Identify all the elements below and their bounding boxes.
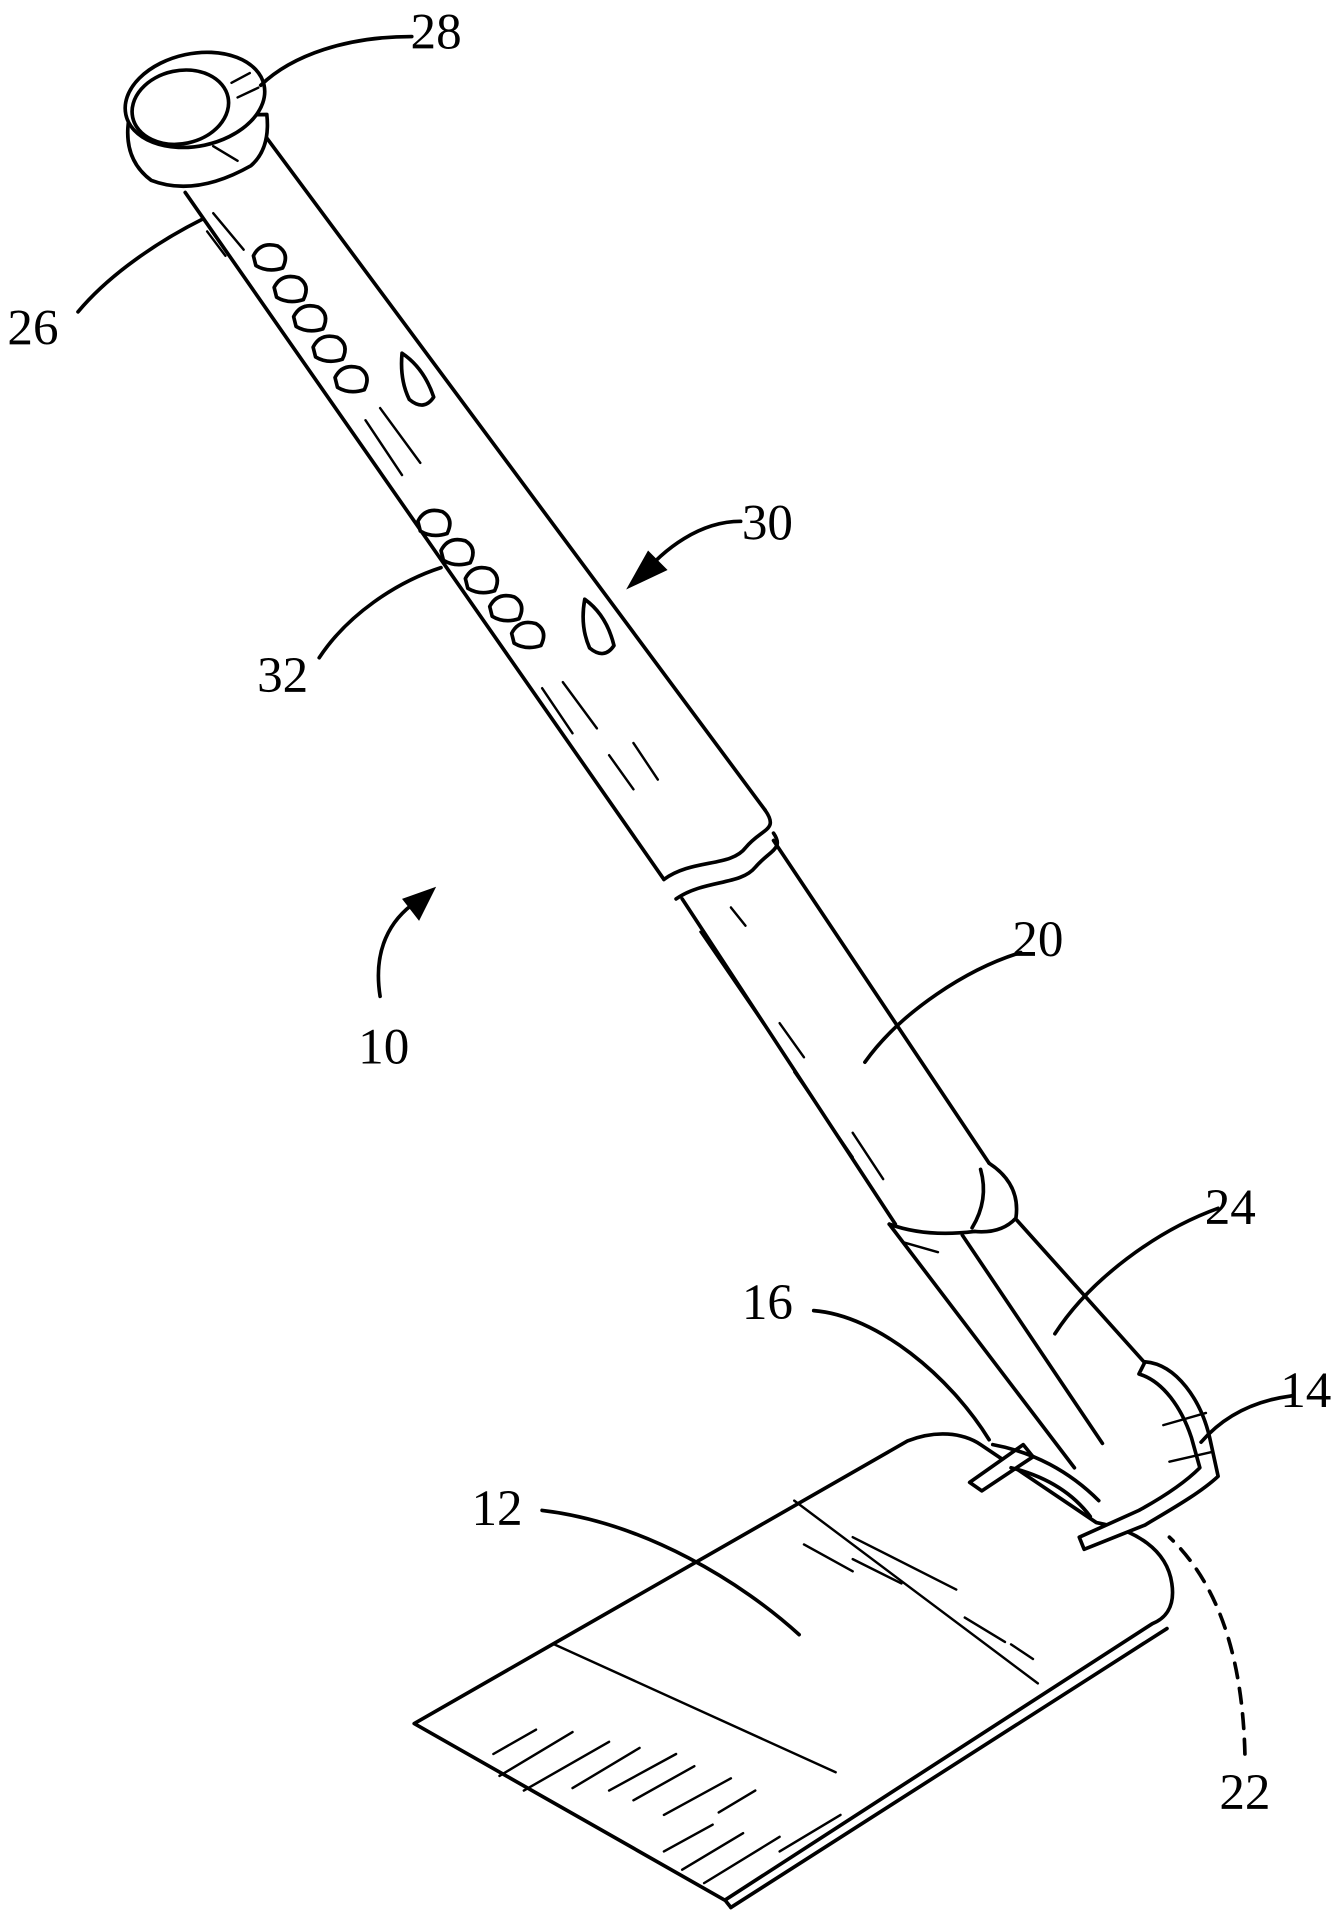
grip-grooves (253, 245, 614, 654)
blade (414, 1434, 1172, 1908)
leader-line-24 (1055, 1208, 1218, 1333)
socket (889, 1220, 1155, 1467)
reference-numeral-10: 10 (358, 1018, 409, 1075)
reference-numeral-28: 28 (411, 4, 462, 61)
grip-bulge (402, 353, 434, 405)
leader-line-32 (319, 568, 441, 658)
handle-knob (116, 40, 273, 186)
reference-numeral-22: 22 (1219, 1764, 1270, 1821)
reference-numeral-20: 20 (1012, 911, 1063, 968)
reference-numeral-32: 32 (257, 647, 308, 704)
grip-groove (490, 596, 522, 621)
grip-groove (418, 510, 450, 535)
grip-groove (274, 276, 306, 301)
grip-groove (512, 622, 544, 647)
leader-line-16 (814, 1311, 989, 1440)
leader-line-10 (378, 901, 416, 996)
handle-shaft-lower (682, 840, 989, 1224)
leader-line-22 (1169, 1537, 1245, 1754)
leader-line-14 (1201, 1396, 1291, 1442)
grip-groove (335, 367, 367, 392)
grip-bulge (583, 599, 614, 653)
reference-numeral-14: 14 (1280, 1362, 1331, 1419)
reference-numeral-16: 16 (742, 1274, 793, 1331)
leader-line-20 (865, 953, 1021, 1063)
grip-groove (465, 568, 497, 593)
leader-line-28 (261, 37, 412, 86)
leader-line-26 (78, 219, 202, 312)
reference-numeral-30: 30 (742, 495, 793, 552)
grip-groove (253, 245, 285, 270)
reference-numeral-24: 24 (1205, 1179, 1256, 1236)
grip-groove (294, 306, 326, 331)
arrowhead-10 (402, 887, 436, 921)
break-line (664, 810, 777, 899)
grip-groove (441, 540, 473, 565)
bracket (1079, 1362, 1218, 1550)
reference-numeral-12: 12 (471, 1480, 522, 1537)
reference-numeral-26: 26 (7, 300, 58, 357)
grip-groove (313, 336, 345, 361)
collar (972, 1163, 1016, 1232)
